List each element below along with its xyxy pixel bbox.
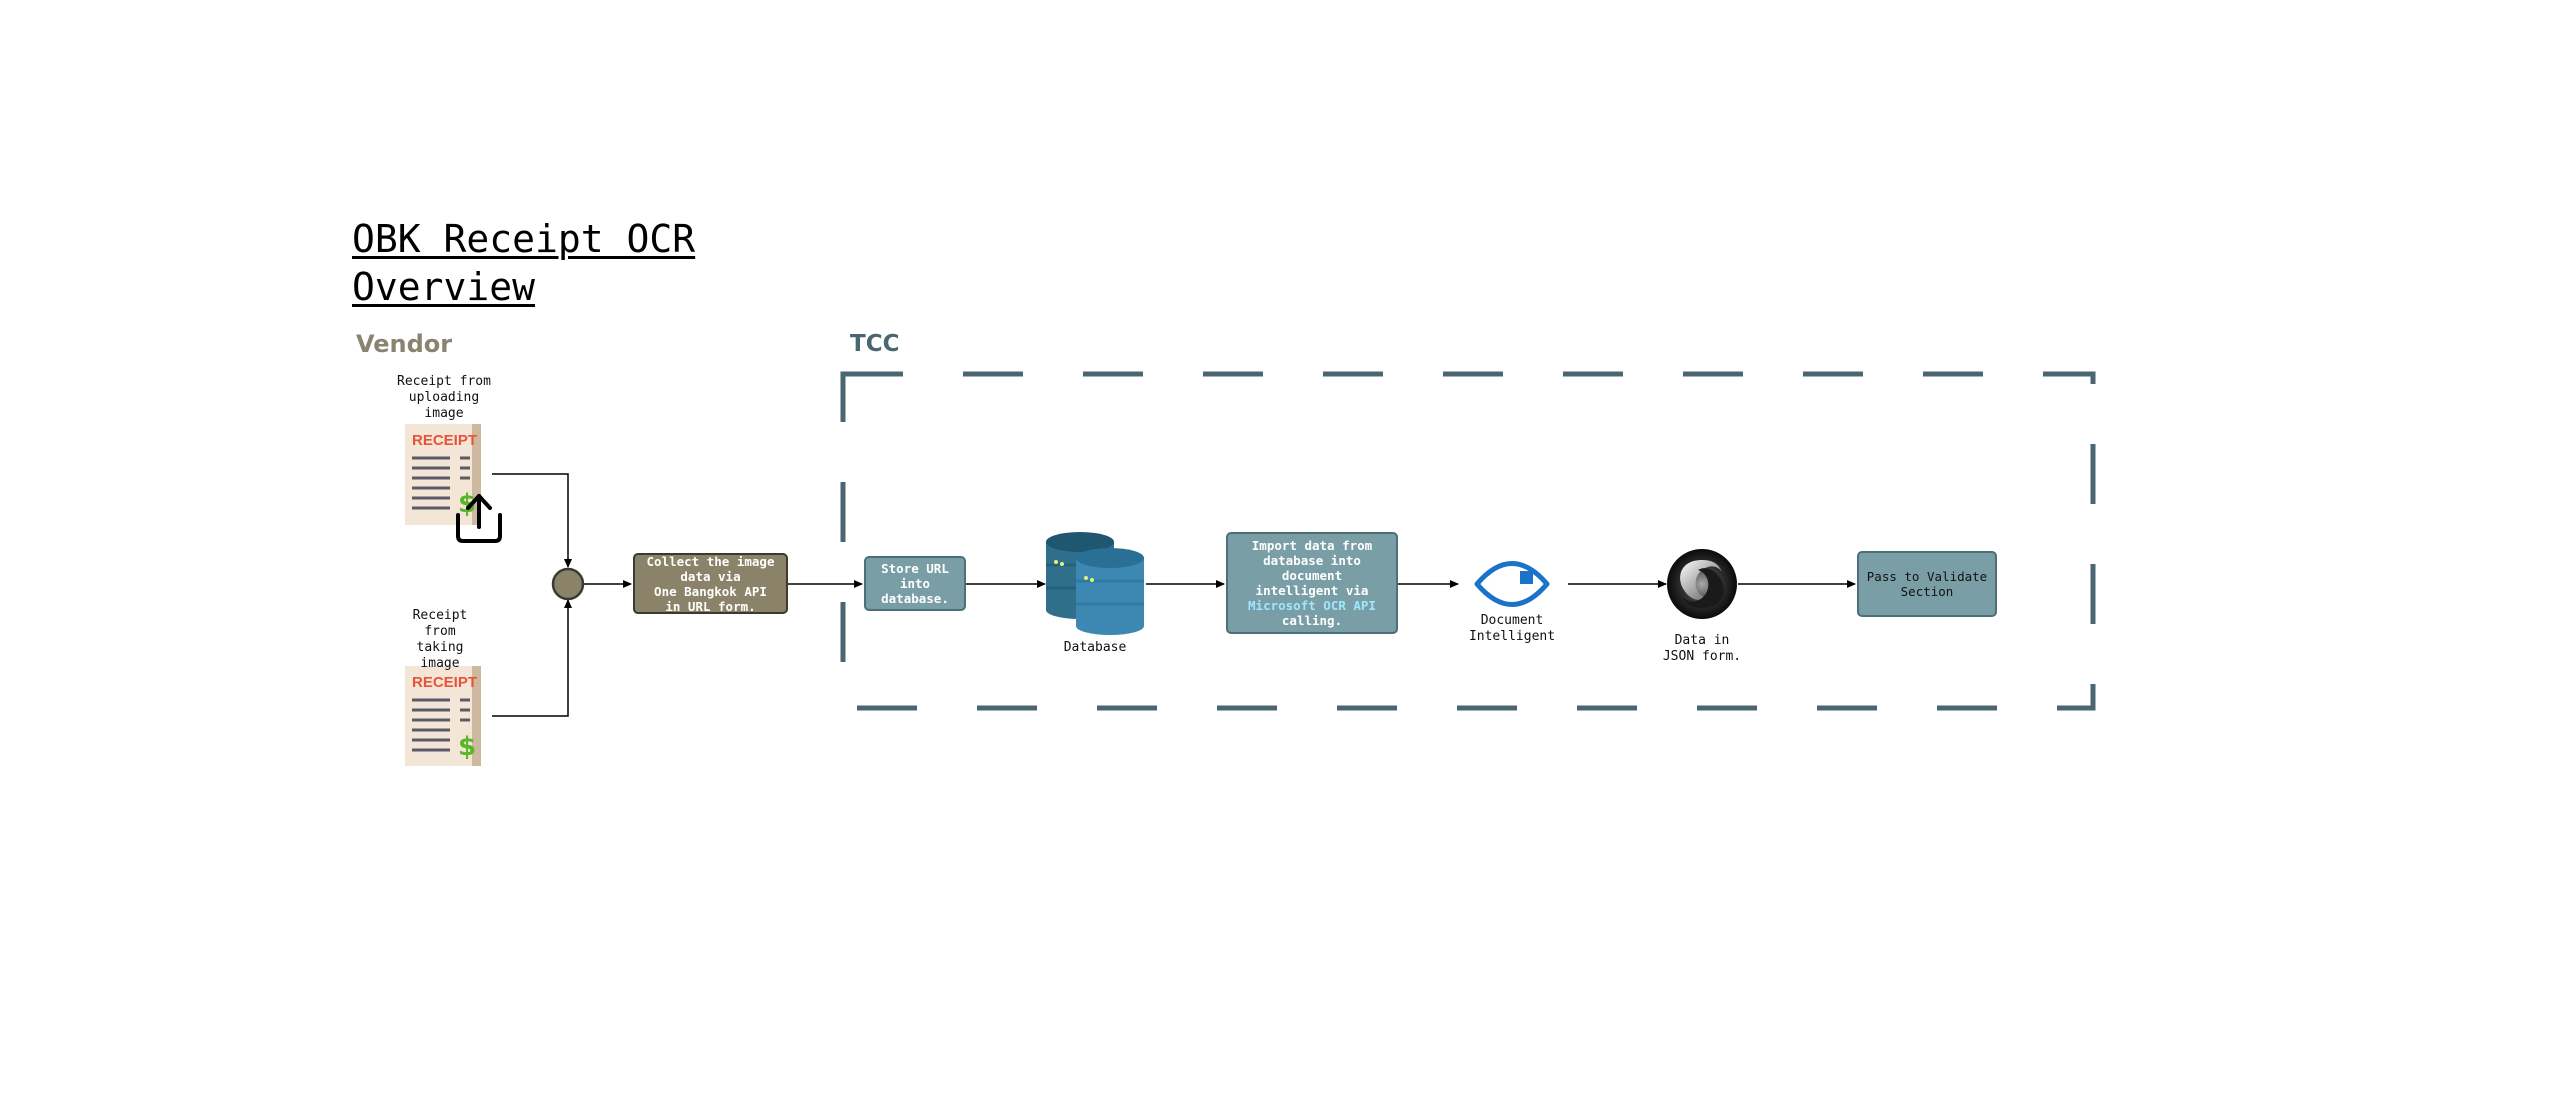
svg-text:$: $ [458, 732, 476, 762]
connectors [492, 473, 1856, 717]
json-icon [1667, 549, 1737, 619]
microsoft-ocr-api-highlight: Microsoft OCR API [1248, 598, 1376, 613]
title-line-1: OBK Receipt OCR [352, 217, 696, 261]
merge-node [551, 567, 585, 601]
receipt-badge-text: RECEIPT [412, 432, 477, 449]
page-title: OBK Receipt OCR Overview [352, 215, 695, 311]
document-intelligent-label: Document Intelligent [1468, 613, 1556, 644]
title-line-2: Overview [352, 265, 536, 309]
import-data-node: Import data from database into document … [1226, 532, 1398, 634]
eye-icon [1474, 561, 1550, 607]
database-label: Database [1063, 640, 1127, 655]
camera-receipt-label: Receipt from taking image [412, 608, 468, 671]
store-url-node: Store URL into database. [864, 556, 966, 611]
receipt-upload-icon: RECEIPT $ [405, 424, 502, 543]
receipt-icon: RECEIPT $ [405, 666, 481, 766]
svg-text:$: $ [458, 489, 476, 519]
edge-upload-to-merge [492, 473, 572, 568]
tcc-section-heading: TCC [850, 331, 900, 357]
tcc-boundary [840, 371, 2096, 711]
collect-image-data-node: Collect the image data via One Bangkok A… [633, 553, 788, 614]
receipt-badge-text: RECEIPT [412, 674, 477, 691]
vendor-section-heading: Vendor [356, 330, 453, 358]
upload-receipt-label: Receipt from uploading image [397, 374, 491, 421]
edge-camera-to-merge [492, 599, 572, 717]
pass-to-validate-node: Pass to Validate Section [1857, 551, 1997, 617]
json-data-label: Data in JSON form. [1662, 633, 1742, 664]
database-icon [1046, 532, 1144, 635]
